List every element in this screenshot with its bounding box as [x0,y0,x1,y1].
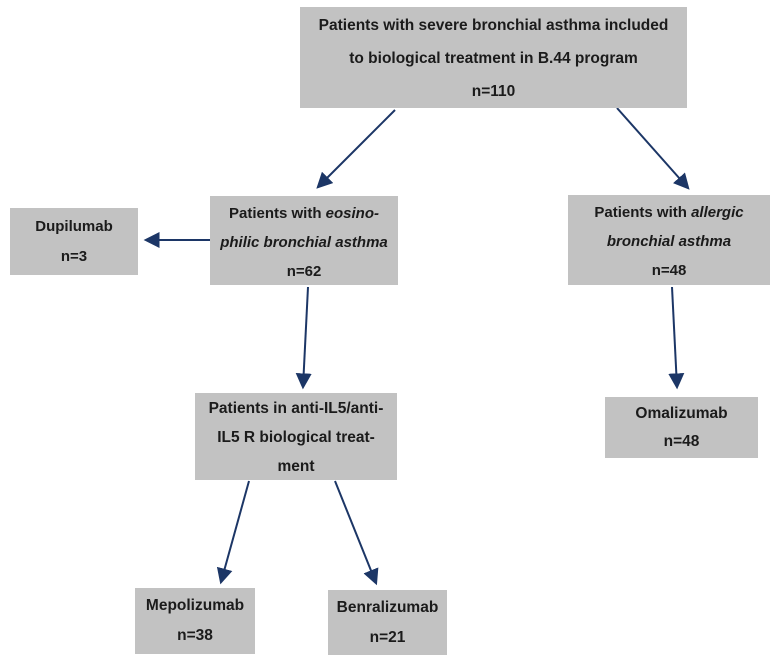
node-label: Mepolizumab [145,597,245,614]
node-text-line: IL5 R biological treat- [217,429,375,446]
node-text-line: Patients in anti-IL5/anti- [208,400,384,417]
node-label: Omalizumab [635,405,728,422]
arrow-top-to-eosinophilic [316,109,396,189]
arrow-antiil5-to-mepolizumab [216,480,250,585]
node-omalizumab: Omalizumab n=48 [605,397,758,458]
node-count: n=38 [177,627,213,644]
node-anti-il5-treatment: Patients in anti-IL5/anti- IL5 R biologi… [195,393,397,480]
node-label: Dupilumab [35,218,113,235]
node-text-regular: Patients with [228,205,326,222]
node-text-regular: Patients with [594,204,692,221]
node-count: n=3 [60,248,88,265]
node-allergic-asthma: Patients with allergic bronchial asthma … [568,195,770,285]
node-text-italic: philic bronchial asthma [220,234,388,251]
node-count: n=48 [651,262,687,279]
node-text-line: Patients with eosino- [210,199,398,228]
node-eosinophilic-asthma: Patients with eosino- philic bronchial a… [210,196,398,285]
node-count: n=21 [369,629,406,646]
node-dupilumab: Dupilumab n=3 [10,208,138,275]
node-label: Benralizumab [336,599,439,616]
arrow-top-to-allergic [616,107,690,190]
node-text-italic: allergic [691,204,744,221]
node-count: n=48 [663,433,700,450]
node-text-line: Patients with severe bronchial asthma in… [318,17,669,34]
node-text-italic: bronchial asthma [606,233,732,250]
node-count: n=110 [471,83,516,100]
arrow-eosinophilic-to-antiil5 [295,286,312,390]
node-mepolizumab: Mepolizumab n=38 [135,588,255,654]
node-text-line: Patients with allergic [568,198,770,227]
arrow-antiil5-to-benralizumab [334,480,379,586]
node-benralizumab: Benralizumab n=21 [328,590,447,655]
node-text-line: to biological treatment in B.44 program [349,50,638,67]
node-severe-asthma: Patients with severe bronchial asthma in… [300,7,687,108]
node-count: n=62 [286,263,322,280]
arrow-allergic-to-omalizumab [668,286,685,390]
node-text-line: ment [277,458,315,475]
node-text-italic: eosino- [325,205,380,222]
